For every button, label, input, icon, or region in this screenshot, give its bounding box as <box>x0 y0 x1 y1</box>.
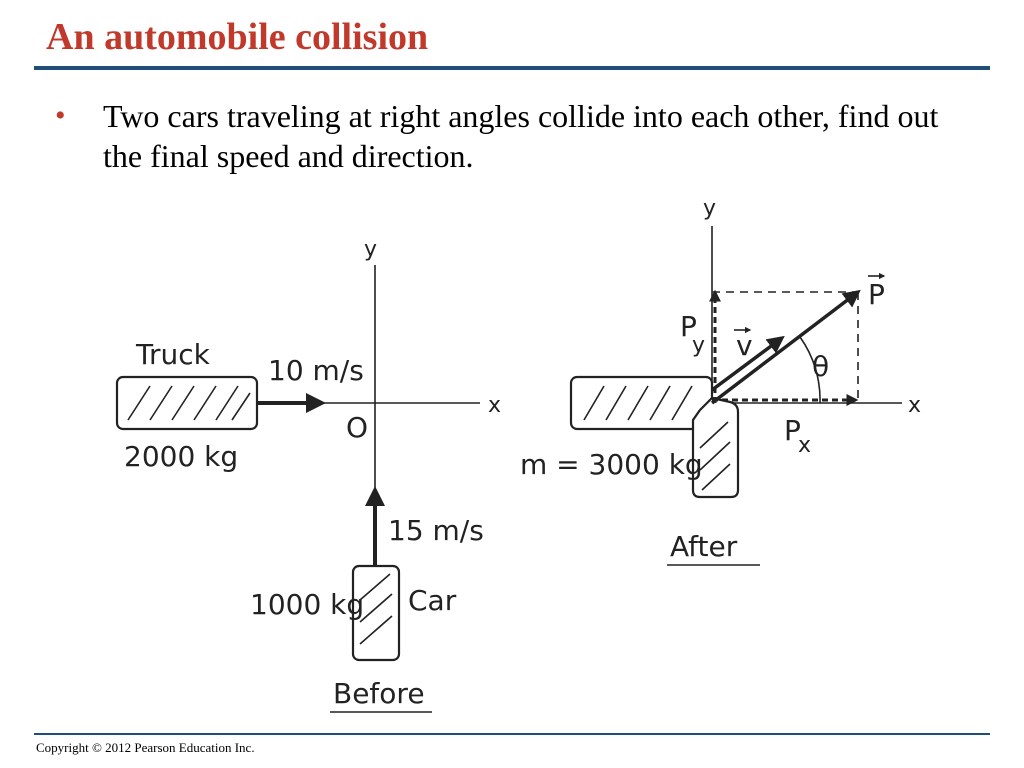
momentum-vector-label: P <box>868 278 885 311</box>
wreck-truck-hatching <box>583 385 693 421</box>
car-label: Car <box>408 584 457 617</box>
after-diagram: y x P v θ <box>520 196 921 566</box>
velocity-vector-label: v <box>736 329 753 362</box>
momentum-y-label: P <box>680 310 697 343</box>
bullet-dot: • <box>55 99 66 132</box>
car-mass-label: 1000 kg <box>250 588 364 621</box>
car-body <box>351 564 401 662</box>
truck-label: Truck <box>135 338 211 371</box>
footer-divider <box>34 733 990 735</box>
wreck-truck-body <box>569 375 714 431</box>
truck-speed-label: 10 m/s <box>268 354 364 387</box>
after-x-axis-label: x <box>908 393 921 418</box>
momentum-x-subscript: x <box>798 433 811 458</box>
momentum-x-label: P <box>784 414 801 447</box>
before-y-axis-label: y <box>364 237 377 262</box>
before-origin-label: O <box>346 411 368 444</box>
combined-mass-label: m = 3000 kg <box>520 448 703 481</box>
car-speed-label: 15 m/s <box>388 514 484 547</box>
angle-arc <box>799 336 821 404</box>
momentum-y-subscript: y <box>692 333 705 358</box>
momentum-vector-arrow <box>710 289 861 405</box>
before-x-axis-label: x <box>488 393 501 418</box>
car-hatching <box>359 573 393 645</box>
before-caption: Before <box>333 677 425 710</box>
slide-title: An automobile collision <box>46 16 429 58</box>
truck-hatching <box>127 385 251 421</box>
wreck-car-hatching <box>699 421 731 491</box>
footer-copyright: Copyright © 2012 Pearson Education Inc. <box>36 740 255 755</box>
truck-mass-label: 2000 kg <box>124 440 238 473</box>
after-caption: After <box>670 530 738 563</box>
angle-label: θ <box>812 350 829 383</box>
after-y-axis-label: y <box>703 196 716 221</box>
before-diagram: x y O Truck 2000 kg 10 m/s Car 1000 kg 1… <box>115 237 501 713</box>
bullet-text: Two cars traveling at right angles colli… <box>103 98 939 174</box>
velocity-vector-arrow <box>710 335 785 392</box>
truck-body <box>115 375 259 431</box>
title-divider <box>34 66 990 70</box>
wreck-car-body <box>691 396 740 499</box>
